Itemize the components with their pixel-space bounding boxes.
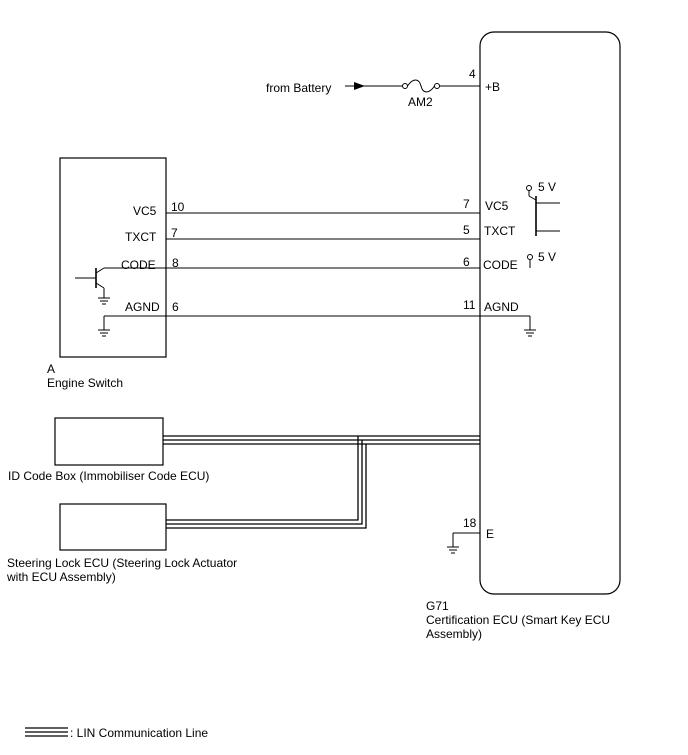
ecu-vc5-circuit: 5 V: [526, 180, 560, 236]
certification-ecu-box: [479, 31, 621, 595]
es-pin-name-vc5: VC5: [133, 204, 157, 218]
es-pin-name-txct: TXCT: [125, 230, 157, 244]
es-pin-number-agnd: 6: [172, 300, 179, 314]
supply-label-2: 5 V: [538, 250, 556, 264]
fuse-icon: [402, 79, 440, 93]
ground-icon: [98, 329, 110, 337]
ecu-pin-number-code: 6: [463, 255, 470, 269]
supply-terminal-icon: [526, 185, 532, 191]
battery-feed: from Battery AM2 4 +B: [266, 67, 500, 109]
ecu-name-line1: Certification ECU (Smart Key ECU: [426, 613, 610, 627]
battery-source-label: from Battery: [266, 81, 331, 95]
supply-label-1: 5 V: [538, 180, 556, 194]
steering-lock-box: [59, 503, 167, 551]
ecu-pin-name-vc5: VC5: [485, 199, 509, 213]
ground-pin-number: 18: [463, 516, 477, 530]
steering-lock-label-line2: with ECU Assembly): [6, 570, 116, 584]
id-code-box-label: ID Code Box (Immobiliser Code ECU): [8, 469, 209, 483]
ecu-pin-name-txct: TXCT: [484, 224, 516, 238]
steering-lock-label-line1: Steering Lock ECU (Steering Lock Actuato…: [7, 556, 237, 570]
legend-text: : LIN Communication Line: [70, 726, 208, 740]
battery-pin-number: 4: [469, 67, 476, 81]
legend: : LIN Communication Line: [25, 726, 208, 740]
battery-pin-name: +B: [485, 80, 500, 94]
engine-switch-connector-id: A: [47, 362, 55, 376]
ecu-connector-id: G71: [426, 599, 449, 613]
supply-terminal-icon: [527, 254, 533, 260]
ground-icon: [98, 297, 110, 305]
fuse-label: AM2: [408, 95, 433, 109]
es-pin-name-code: CODE: [121, 258, 156, 272]
ground-pin-name: E: [486, 527, 494, 541]
ecu-pin-number-txct: 5: [463, 223, 470, 237]
id-code-box: [54, 417, 164, 466]
ground-icon: [447, 546, 459, 554]
es-pin-number-code: 8: [172, 256, 179, 270]
ecu-name-line2: Assembly): [426, 627, 482, 641]
engine-switch-name: Engine Switch: [47, 376, 123, 390]
arrow-right-icon: [354, 82, 365, 90]
es-pin-name-agnd: AGND: [125, 300, 160, 314]
es-pin-number-txct: 7: [171, 226, 178, 240]
ecu-pin-number-vc5: 7: [463, 197, 470, 211]
ecu-pin-name-code: CODE: [483, 258, 518, 272]
es-pin-number-vc5: 10: [171, 200, 185, 214]
lin-bus: [163, 435, 480, 529]
transistor-icon: [75, 267, 166, 305]
ecu-pin-name-agnd: AGND: [484, 300, 519, 314]
lin-line-legend-icon: [25, 727, 68, 737]
ground-icon: [524, 329, 536, 337]
engine-switch-box: [59, 157, 167, 358]
ecu-pin-number-agnd: 11: [463, 298, 476, 312]
ecu-code-circuit: 5 V: [527, 250, 556, 268]
